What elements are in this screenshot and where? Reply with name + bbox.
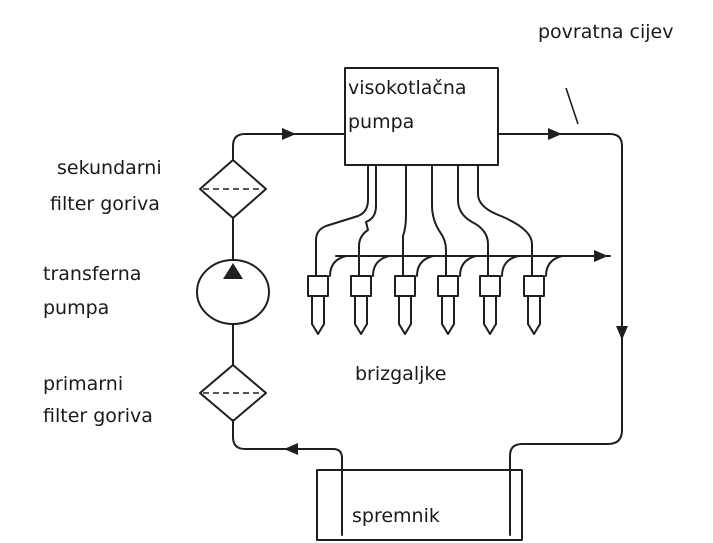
return-pipe-pointer — [565, 87, 579, 125]
secondary-filter-symbol — [199, 159, 267, 219]
transfer-pump-label-line1: transferna — [43, 263, 142, 285]
secondary-filter-label-line1: sekundarni — [57, 157, 162, 179]
high-pressure-pump-box — [344, 67, 499, 166]
primary-filter-label-line2: filter goriva — [43, 405, 153, 427]
supply-line — [232, 133, 346, 536]
return-pipe-label: povratna cijev — [538, 21, 674, 43]
supply-arrow-bottom — [284, 443, 298, 455]
primary-filter-symbol — [199, 364, 267, 422]
return-arrow-down — [616, 326, 628, 340]
injector-4 — [437, 275, 459, 335]
injector-6 — [523, 275, 545, 335]
tank-shape — [316, 469, 523, 541]
high-pressure-lines — [315, 164, 563, 277]
injector-5 — [479, 275, 501, 335]
injector-3 — [394, 275, 416, 335]
tank-label: spremnik — [352, 505, 440, 527]
return-arrow-top — [548, 128, 562, 140]
supply-arrow-top — [282, 128, 296, 140]
injectors-label: brizgaljke — [355, 363, 447, 385]
injector-2 — [350, 275, 372, 335]
high-pressure-pump-label-line2: pumpa — [348, 111, 415, 133]
injector-1 — [307, 275, 329, 335]
transfer-pump-symbol — [196, 259, 270, 325]
secondary-filter-label-line2: filter goriva — [50, 193, 160, 215]
return-line — [497, 133, 623, 536]
injector-return-arrow — [594, 250, 608, 262]
high-pressure-pump-label-line1: visokotlačna — [348, 77, 467, 99]
transfer-pump-label-line2: pumpa — [43, 297, 110, 319]
primary-filter-label-line1: primarni — [43, 373, 124, 395]
